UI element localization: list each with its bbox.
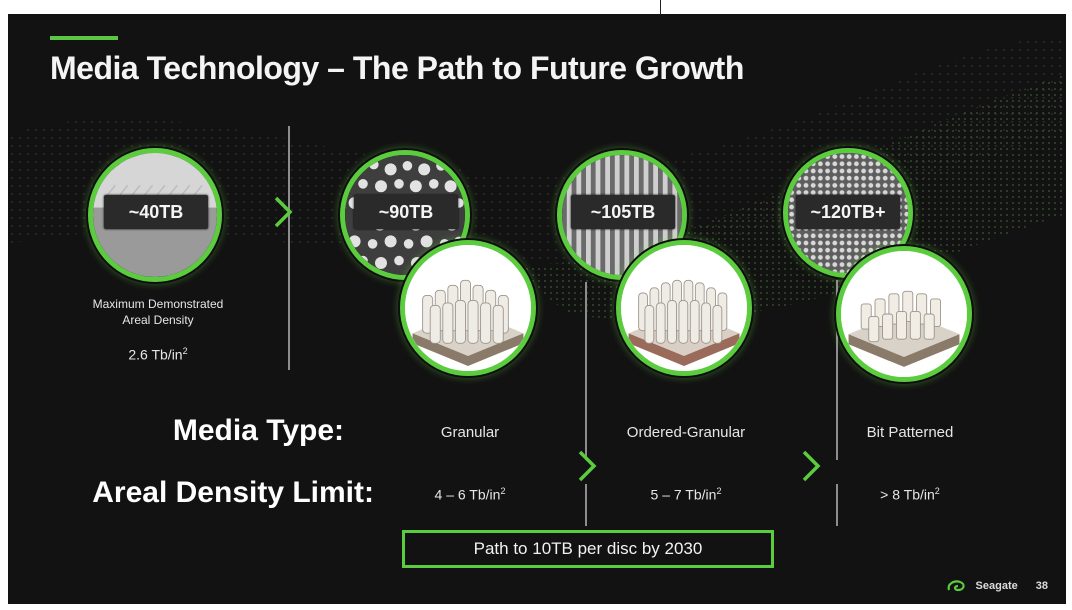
divider-line-3-top [836, 280, 838, 460]
current-density-caption: Maximum Demonstrated Areal Density [48, 296, 268, 328]
divider-line-1 [288, 126, 290, 370]
title-accent-bar [50, 36, 118, 40]
density-limit-bit-patterned: > 8 Tb/in2 [880, 486, 940, 503]
slide-title: Media Technology – The Path to Future Gr… [50, 50, 744, 86]
media-type-ordered-granular: Ordered-Granular [626, 424, 746, 441]
divider-line-2-bottom [585, 484, 587, 526]
brand-name: Seagate [975, 580, 1018, 592]
density-limit-ordered-granular: 5 – 7 Tb/in2 [650, 486, 722, 503]
top-divider-line [660, 0, 661, 14]
capacity-badge-120tb: ~120TB+ [796, 195, 900, 229]
capacity-badge-105tb: ~105TB [571, 195, 675, 229]
media-type-granular: Granular [440, 424, 500, 441]
divider-line-2-top [585, 282, 587, 460]
caption-line-2: Areal Density [122, 313, 194, 327]
bit-patterned-structure-circle [836, 246, 972, 382]
granular-structure-circle [400, 240, 536, 376]
current-density-value: 2.6 Tb/in2 [128, 346, 188, 363]
seagate-logo: Seagate 38 [946, 578, 1048, 594]
media-type-bit-patterned: Bit Patterned [866, 424, 954, 441]
seagate-swirl-icon [947, 580, 965, 592]
caption-line-1: Maximum Demonstrated [92, 297, 224, 311]
density-limit-granular: 4 – 6 Tb/in2 [434, 486, 506, 503]
media-type-label: Media Type: [172, 414, 344, 447]
chevron-right-icon [578, 450, 597, 482]
divider-line-3-bottom [836, 484, 838, 526]
chevron-right-icon [802, 450, 821, 482]
chevron-right-icon [274, 196, 293, 228]
areal-density-limit-label: Areal Density Limit: [92, 476, 374, 509]
slide: Media Technology – The Path to Future Gr… [8, 14, 1066, 604]
path-to-10tb-box: Path to 10TB per disc by 2030 [402, 530, 774, 568]
capacity-badge-40tb: ~40TB [104, 195, 208, 229]
page-number: 38 [1035, 580, 1048, 592]
ordered-granular-structure-circle [616, 240, 752, 376]
capacity-badge-90tb: ~90TB [354, 195, 458, 229]
